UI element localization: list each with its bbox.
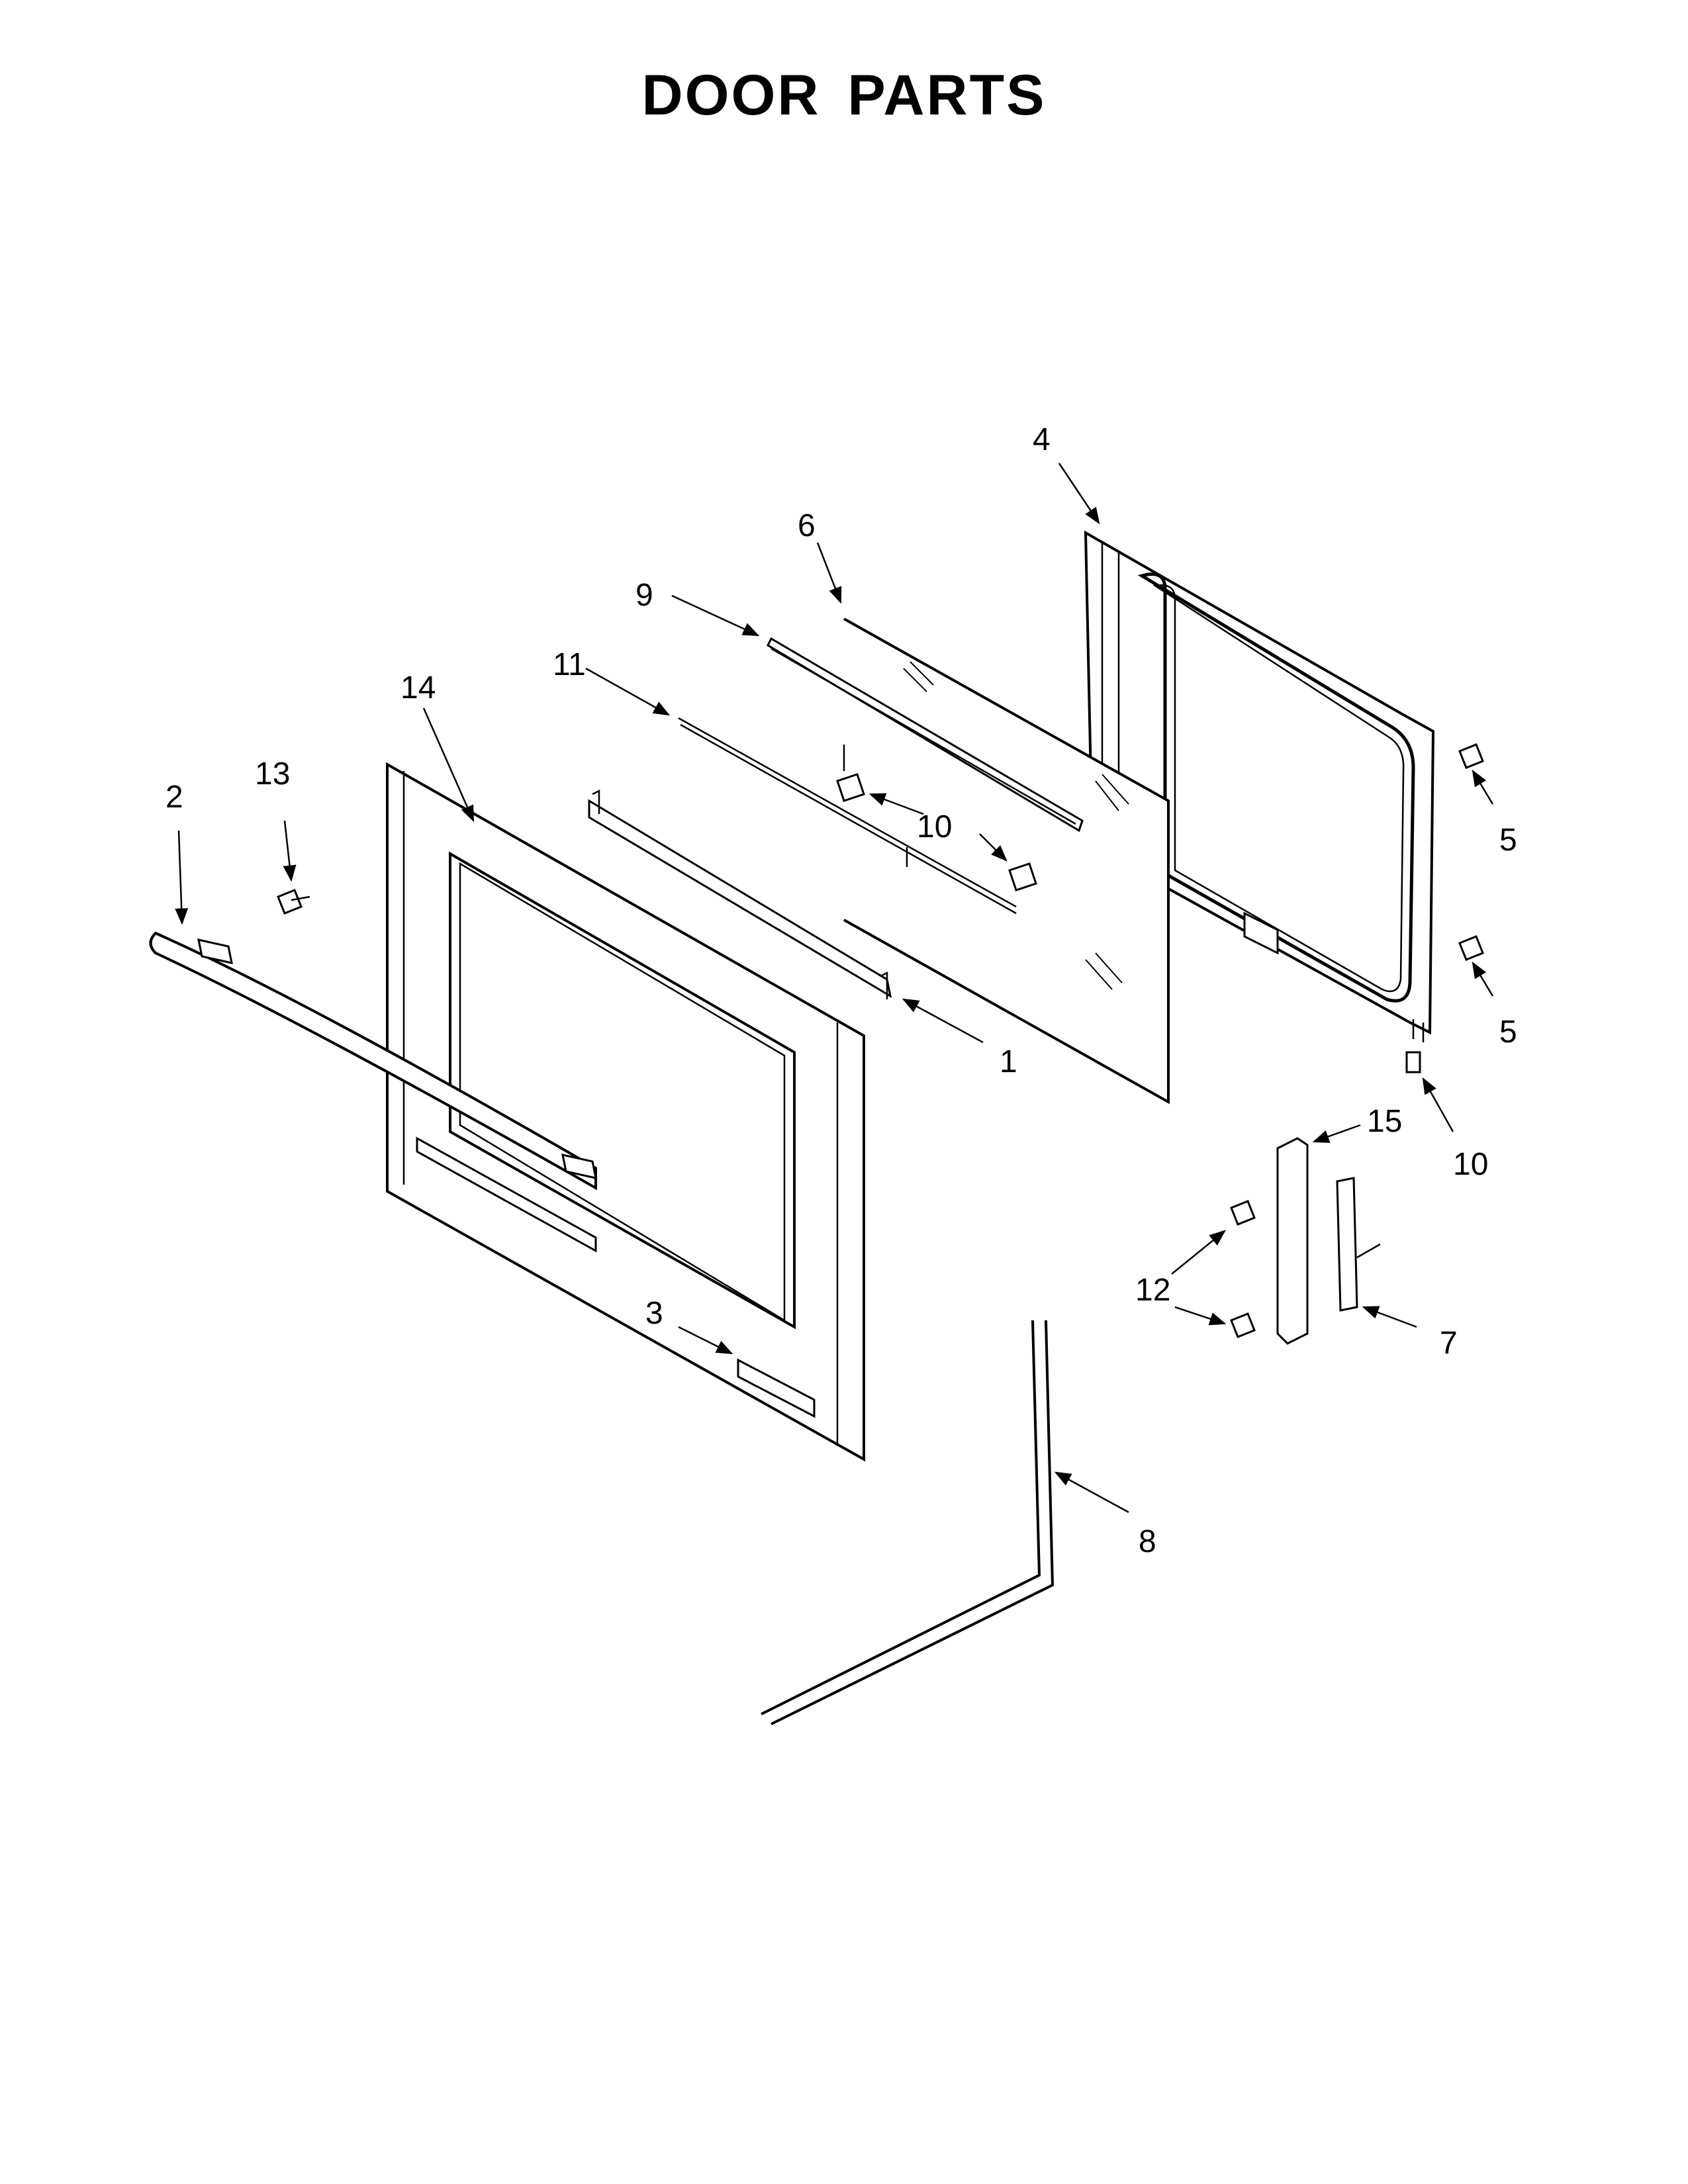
callout-3: 3 <box>645 1296 663 1331</box>
callout-10-upper: 10 <box>917 809 952 844</box>
callout-7: 7 <box>1440 1326 1458 1361</box>
callout-8: 8 <box>1139 1524 1156 1559</box>
callout-1: 1 <box>1000 1044 1017 1079</box>
part-7-hinge[interactable] <box>1336 1177 1381 1312</box>
callout-4: 4 <box>1033 422 1051 457</box>
callout-11: 11 <box>553 647 586 682</box>
part-15-hinge-bracket[interactable] <box>1276 1137 1309 1345</box>
callout-12: 12 <box>1135 1273 1170 1308</box>
callout-5-upper: 5 <box>1499 823 1517 858</box>
part-14-outer-door-panel[interactable] <box>386 762 865 1462</box>
callout-13: 13 <box>255 756 290 792</box>
callout-labels: 4 6 9 11 14 13 2 10 1 5 5 15 10 12 7 3 8 <box>165 422 1517 1559</box>
callout-14: 14 <box>400 670 436 705</box>
part-8-door-gasket[interactable] <box>761 1320 1055 1725</box>
part-2-door-handle[interactable] <box>149 931 597 1191</box>
part-4-inner-door-liner[interactable] <box>1084 530 1435 1042</box>
callout-15: 15 <box>1367 1104 1402 1139</box>
part-10-screw-lower[interactable] <box>1405 1051 1421 1073</box>
part-3-badge[interactable] <box>737 1358 816 1418</box>
page-title: DOOR PARTS <box>641 64 1047 127</box>
callout-9: 9 <box>635 578 653 613</box>
leader-lines <box>175 463 1494 1514</box>
part-11-seal-strip[interactable] <box>678 717 1017 915</box>
callout-10-lower: 10 <box>1453 1147 1488 1182</box>
part-1-bracket[interactable] <box>588 789 892 999</box>
callout-2: 2 <box>165 780 183 815</box>
callout-6: 6 <box>798 508 816 543</box>
part-10-screws-upper[interactable] <box>836 773 1037 891</box>
part-9-glass-retainer[interactable] <box>767 637 1084 833</box>
callout-5-lower: 5 <box>1499 1015 1517 1050</box>
part-13-screw[interactable] <box>277 889 310 915</box>
part-12-screws[interactable] <box>1230 1200 1256 1338</box>
part-5-screws[interactable] <box>1458 743 1484 961</box>
